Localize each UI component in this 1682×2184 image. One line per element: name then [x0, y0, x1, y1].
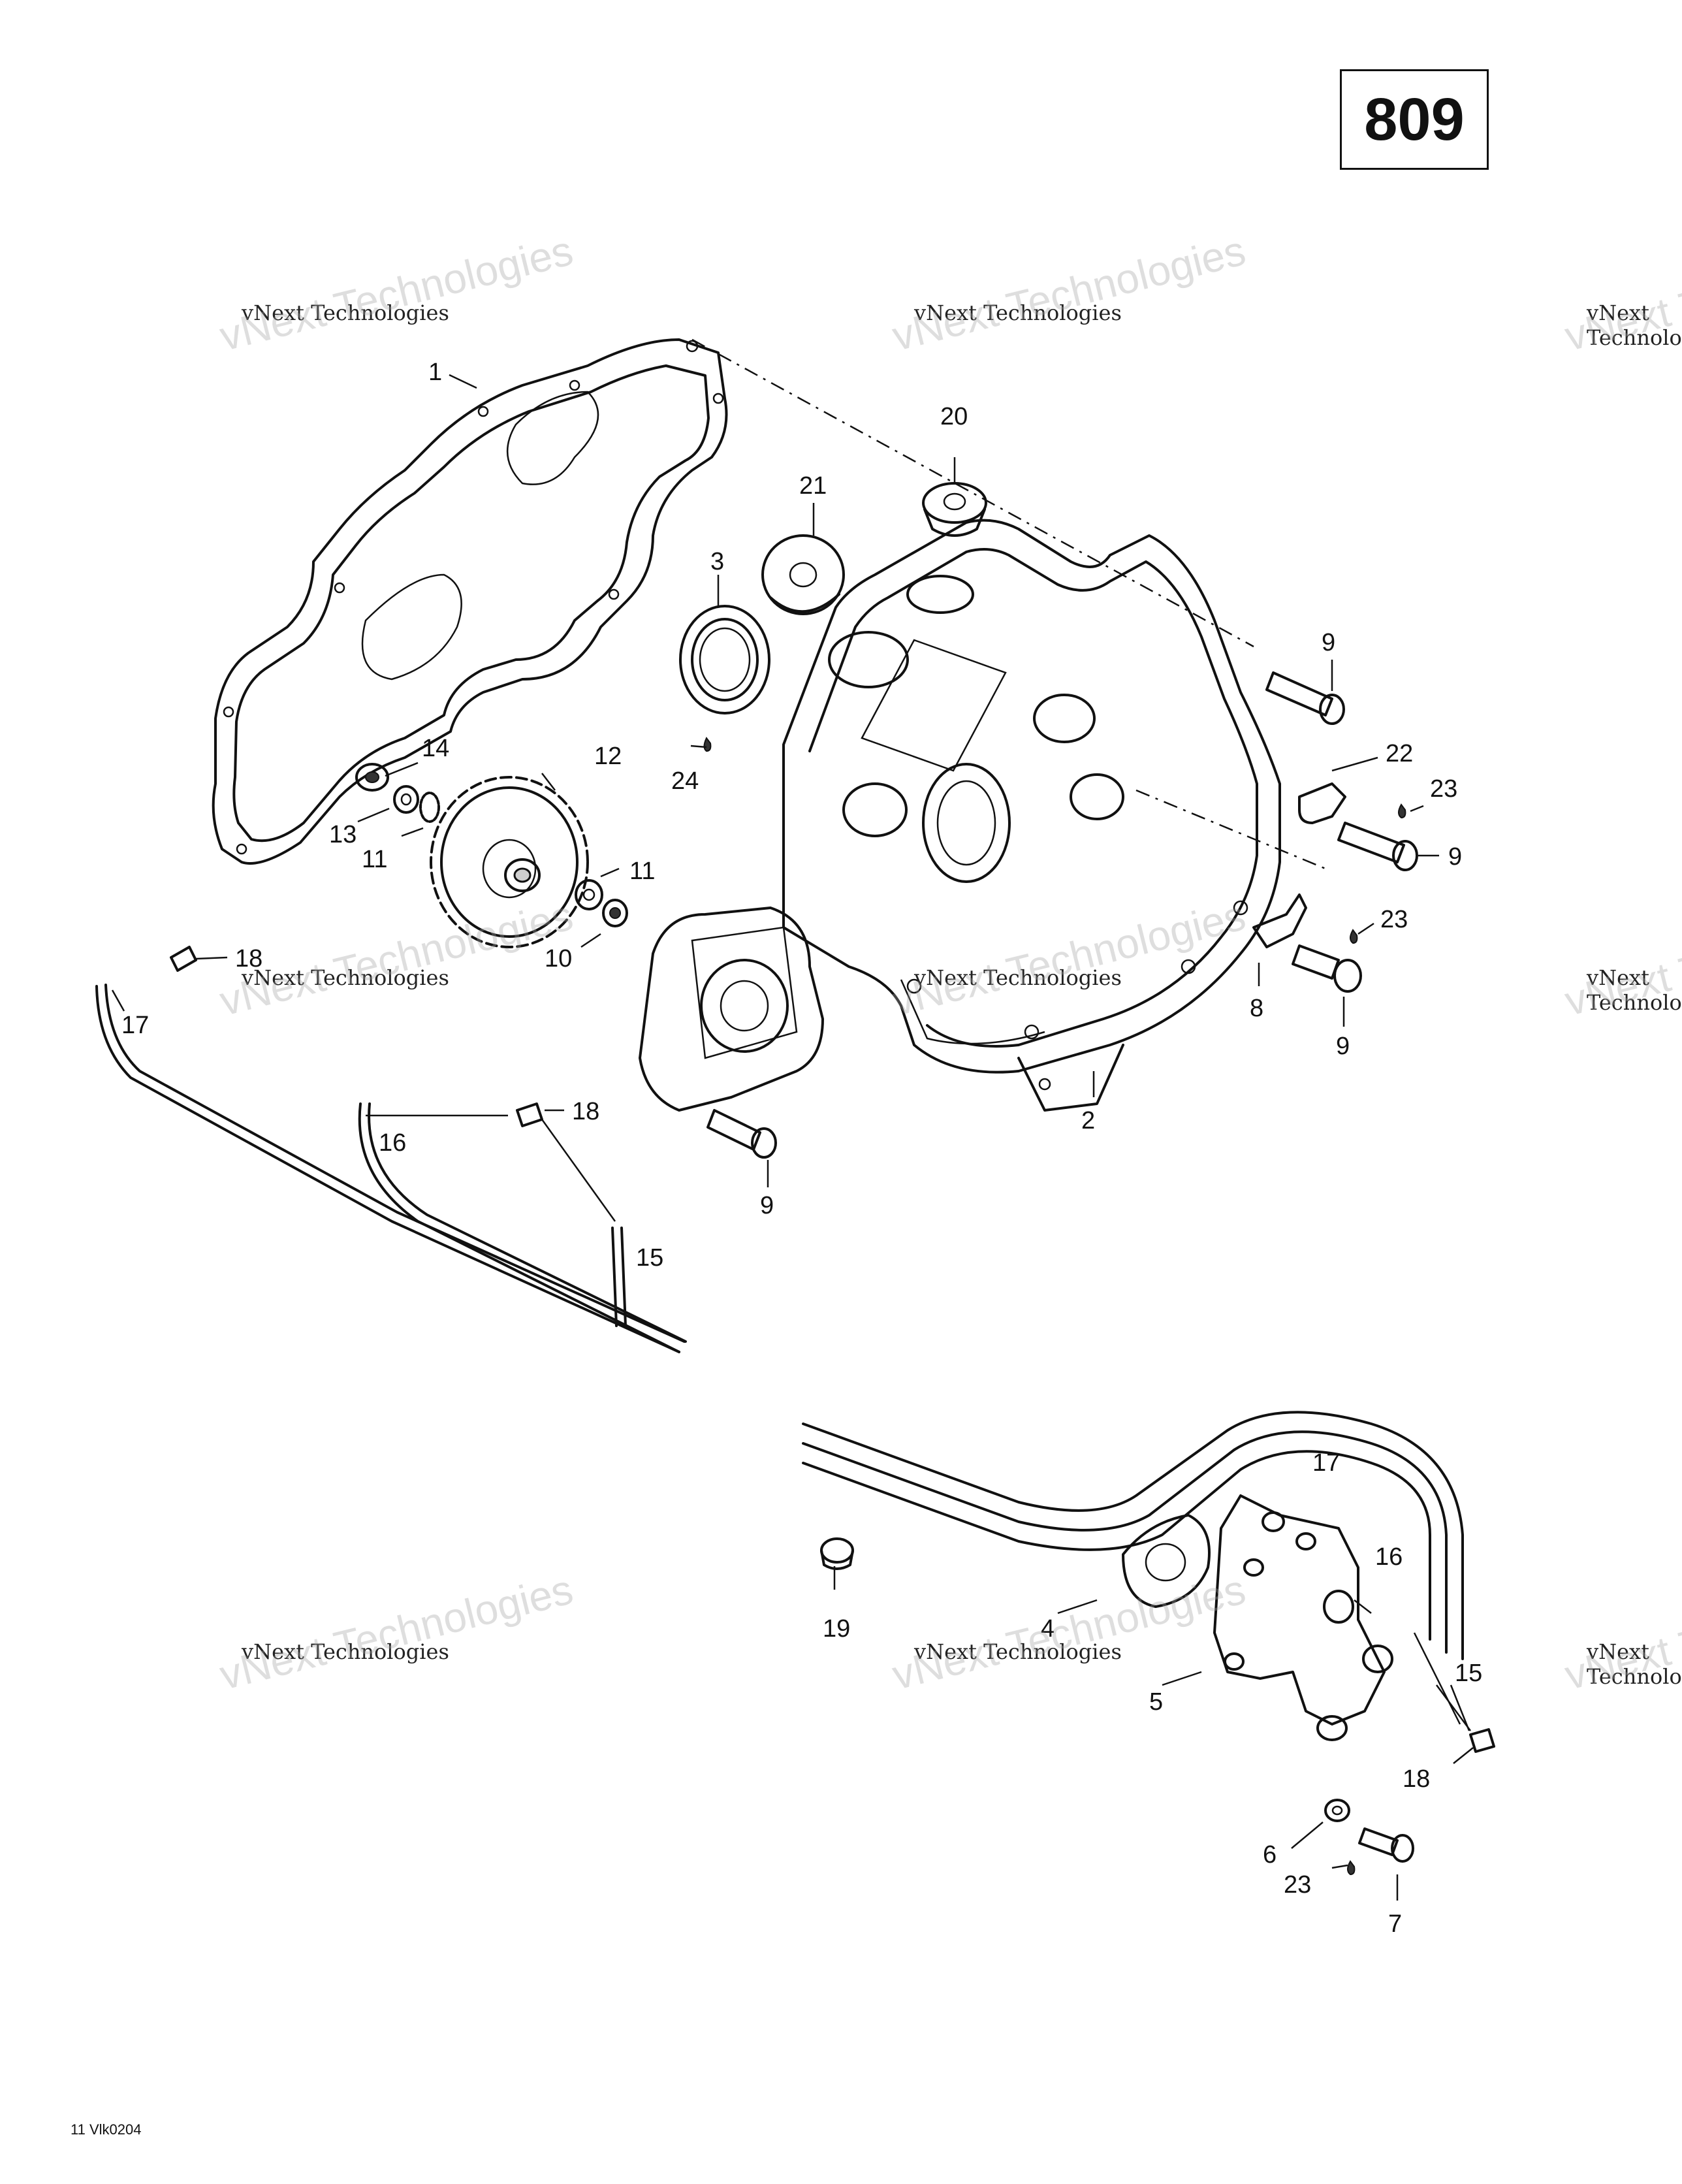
callout-18b: 18 — [572, 1098, 599, 1125]
callout-15b: 15 — [1455, 1660, 1482, 1687]
callout-11a: 11 — [362, 846, 387, 873]
callout-24: 24 — [671, 767, 699, 795]
callout-22: 22 — [1386, 740, 1413, 767]
callout-10: 10 — [545, 945, 572, 972]
callout-16a: 16 — [379, 1129, 406, 1157]
washer-part-10 — [602, 899, 628, 927]
callout-3: 3 — [710, 548, 724, 575]
page-number: 809 — [1340, 69, 1489, 170]
hose-part-15 — [611, 1227, 627, 1327]
gear-part-12 — [430, 776, 589, 948]
callout-9a: 9 — [1322, 629, 1335, 656]
callout-9d: 9 — [760, 1192, 774, 1219]
sealant-part-23-c — [1347, 1860, 1356, 1876]
washer-part-13 — [393, 785, 419, 814]
fitting-part-18-a — [170, 946, 197, 972]
sealant-part-23-b — [1350, 929, 1358, 944]
hoses-lower — [802, 1411, 1464, 1660]
callout-23b: 23 — [1380, 906, 1408, 933]
seal-part-3 — [679, 605, 770, 715]
watermark: vNext Technologies vNext Technologies — [215, 1566, 578, 1699]
pump-part-5 — [1213, 1494, 1393, 1741]
callout-6: 6 — [1263, 1841, 1277, 1869]
nut-part-14 — [355, 763, 389, 792]
fitting-part-18-b — [516, 1102, 543, 1127]
callout-8: 8 — [1250, 995, 1263, 1022]
drawing-code: 11 Vlk0204 — [71, 2121, 142, 2138]
gear-small-part-11 — [419, 792, 440, 823]
callout-13: 13 — [329, 821, 357, 848]
bolt-part-9-top — [1265, 671, 1345, 725]
callout-9c: 9 — [1336, 1033, 1350, 1060]
screw-part-7 — [1358, 1827, 1414, 1863]
watermark: vNext Technologies vNext Technologies — [1560, 227, 1682, 360]
callout-17a: 17 — [121, 1012, 149, 1039]
callout-12: 12 — [594, 743, 622, 770]
callout-14: 14 — [422, 735, 449, 762]
callout-5: 5 — [1149, 1688, 1163, 1716]
watermark: vNext Technologies vNext Technologies — [215, 227, 578, 360]
callout-15a: 15 — [636, 1244, 663, 1272]
callout-11b: 11 — [629, 858, 655, 885]
clip-part-8 — [1252, 893, 1307, 948]
washer-part-11b — [575, 879, 603, 910]
callout-21: 21 — [799, 472, 827, 500]
bolt-part-9-mid — [1337, 822, 1418, 871]
sealant-part-23-a — [1398, 803, 1406, 819]
watermark: vNext Technologies vNext Technologies — [1560, 891, 1682, 1025]
callout-4: 4 — [1041, 1615, 1055, 1643]
fitting-part-18-c — [1469, 1728, 1495, 1753]
callout-1: 1 — [428, 359, 442, 386]
bolt-part-9-left — [706, 1109, 777, 1159]
hose-part-17 — [95, 984, 686, 1353]
callout-17b: 17 — [1312, 1449, 1340, 1477]
leader-lines — [111, 374, 1474, 1901]
gasket-part-1 — [212, 338, 728, 865]
bolt-part-9-low — [1292, 944, 1362, 993]
callout-20: 20 — [940, 403, 968, 430]
plug-part-21 — [761, 534, 845, 615]
washer-part-6 — [1324, 1799, 1350, 1822]
callout-18c: 18 — [1403, 1765, 1430, 1793]
bracket-part-22 — [1298, 782, 1346, 824]
sleeve-part-19 — [820, 1537, 854, 1570]
callout-2: 2 — [1081, 1107, 1095, 1134]
callout-19: 19 — [823, 1615, 850, 1643]
callout-9b: 9 — [1448, 843, 1462, 871]
gasket-part-4 — [1122, 1514, 1211, 1608]
callout-7: 7 — [1388, 1910, 1402, 1938]
callout-16b: 16 — [1375, 1543, 1403, 1571]
housing-part-2 — [639, 519, 1281, 1112]
sealant-part-24 — [703, 737, 712, 752]
watermark: vNext Technologies vNext Technologies — [887, 1566, 1250, 1699]
hose-part-16 — [358, 1102, 687, 1353]
watermark: vNext Technologies vNext Technologies — [887, 227, 1250, 360]
callout-23a: 23 — [1430, 775, 1457, 803]
callout-23c: 23 — [1284, 1871, 1311, 1899]
callout-labels: 1 2 3 4 5 6 7 8 9 9 9 9 10 11 11 12 13 1… — [121, 359, 1482, 1938]
watermark: vNext Technologies vNext Technologies — [887, 891, 1250, 1025]
watermark: vNext Technologies vNext Technologies — [215, 891, 578, 1025]
callout-18a: 18 — [235, 945, 262, 972]
watermark: vNext Technologies vNext Technologies — [1560, 1566, 1682, 1699]
